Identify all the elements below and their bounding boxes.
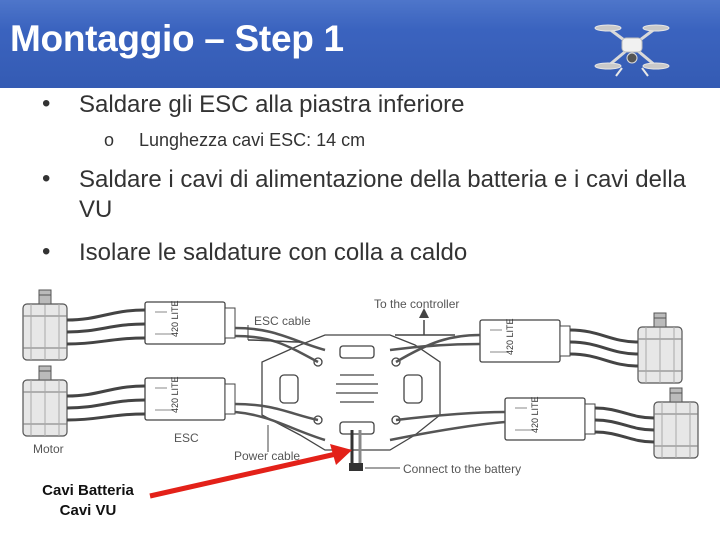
esc-model-label: 420 LITE xyxy=(170,300,180,337)
slide-title: Montaggio – Step 1 xyxy=(10,18,344,59)
callout-text: Cavi Batteria Cavi VU xyxy=(22,481,154,521)
drone-icon xyxy=(594,24,670,77)
bullet-text: Isolare le saldature con colla a caldo xyxy=(79,239,468,266)
sub-bullet-marker: o xyxy=(104,130,115,150)
bullet-marker: • xyxy=(42,165,51,192)
motor-top-right xyxy=(637,312,683,384)
esc-model-label: 420 LITE xyxy=(530,396,540,433)
esc-cable-label: ESC cable xyxy=(254,314,311,328)
callout-arrow xyxy=(149,444,352,499)
callout-line-battery: Cavi Batteria xyxy=(42,482,134,499)
wiring-diagram: 420 LITE 420 LITE 420 LITE 420 LITE xyxy=(22,289,699,499)
motor-label: Motor xyxy=(33,442,64,456)
motor-bottom-left xyxy=(22,365,68,437)
power-cable xyxy=(267,425,400,471)
esc-top-left xyxy=(144,301,236,345)
esc-cable xyxy=(247,320,455,343)
bullet-text: Saldare i cavi di alimentazione della ba… xyxy=(79,166,687,223)
motor-top-left xyxy=(22,289,68,361)
frame-plate xyxy=(261,334,441,451)
esc-label: ESC xyxy=(174,431,199,445)
power-cable-label: Power cable xyxy=(234,449,300,463)
bullet-marker: • xyxy=(42,90,51,117)
bullet-marker: • xyxy=(42,238,51,265)
callout-line-vu: Cavi VU xyxy=(59,502,117,519)
esc-model-label: 420 LITE xyxy=(170,376,180,413)
controller-arrowhead xyxy=(419,308,429,318)
title-bar: Montaggio – Step 1 xyxy=(0,0,720,88)
to-controller-label: To the controller xyxy=(374,297,459,311)
esc-bottom-left xyxy=(144,377,236,421)
esc-model-label: 420 LITE xyxy=(505,318,515,355)
esc-top-right xyxy=(479,319,571,363)
connect-battery-label: Connect to the battery xyxy=(403,462,521,476)
bullet-text: Saldare gli ESC alla piastra inferiore xyxy=(79,91,465,118)
motor-bottom-right xyxy=(653,387,699,459)
sub-bullet-text: Lunghezza cavi ESC: 14 cm xyxy=(139,130,366,150)
esc-bottom-right xyxy=(504,397,596,441)
